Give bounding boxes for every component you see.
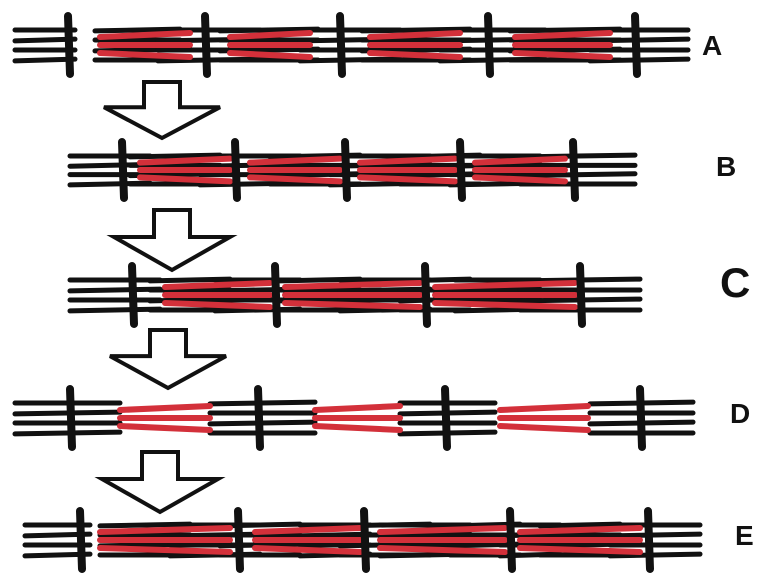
z-line (421, 262, 431, 328)
red-filament (367, 30, 463, 40)
z-line (631, 12, 641, 78)
z-line (360, 507, 370, 573)
red-filament (517, 545, 643, 555)
z-line (231, 138, 241, 202)
red-filament (472, 174, 568, 185)
red-filament (497, 423, 591, 433)
red-filament (497, 403, 591, 413)
z-line (441, 385, 451, 451)
sarcomere-rows (12, 12, 703, 573)
black-filament (607, 551, 703, 559)
row-label-e: E (735, 520, 754, 551)
red-filament (137, 174, 233, 185)
down-arrow-d-to-e (94, 450, 226, 515)
black-filament (12, 56, 78, 64)
black-filament (607, 531, 703, 539)
red-filament (357, 155, 458, 166)
z-line (484, 12, 494, 78)
red-filament (517, 525, 643, 535)
sarcomere-row-c (67, 262, 643, 328)
red-filament (227, 50, 313, 60)
red-filament (247, 174, 343, 185)
red-filament (117, 423, 213, 433)
red-filament (97, 525, 233, 535)
black-filament (217, 541, 303, 549)
z-line (128, 262, 138, 328)
red-filament (247, 155, 343, 166)
transition-arrows (94, 80, 238, 515)
red-filament (252, 545, 363, 555)
sarcomere-row-b (67, 138, 638, 202)
z-line (76, 507, 86, 573)
red-filament (97, 50, 193, 60)
z-line (66, 385, 76, 451)
z-line (336, 12, 346, 78)
red-filament (432, 280, 578, 290)
z-line (201, 12, 211, 78)
red-filament (227, 30, 313, 40)
black-filament (537, 541, 623, 549)
z-line (271, 262, 281, 328)
down-arrow-a-to-b (103, 80, 221, 141)
sarcomere-row-d (12, 385, 696, 451)
red-filament (512, 30, 613, 40)
red-filament (312, 423, 403, 433)
red-filament (357, 174, 458, 185)
red-filament (162, 280, 273, 290)
red-filament (312, 403, 403, 413)
red-filament (137, 155, 233, 166)
black-filament (207, 399, 318, 407)
red-filament (377, 545, 508, 555)
row-label-a: A (702, 30, 723, 61)
red-filament (472, 155, 568, 166)
black-filament (12, 429, 123, 437)
red-filament (512, 50, 613, 60)
black-filament (537, 521, 623, 529)
z-line (644, 507, 654, 573)
down-arrow-c-to-d (109, 328, 227, 391)
down-arrow-b-to-c (106, 208, 238, 273)
z-line (569, 138, 579, 202)
z-line (636, 385, 646, 451)
z-line (64, 12, 74, 78)
red-filament (97, 30, 193, 40)
black-filament (67, 306, 163, 314)
row-label-b: B (716, 151, 737, 182)
z-line (234, 507, 244, 573)
red-filament (252, 525, 363, 535)
row-label-d: D (730, 398, 751, 429)
sarcomere-row-e (22, 507, 703, 573)
black-filament (217, 521, 303, 529)
red-filament (282, 300, 423, 310)
z-line (118, 138, 128, 202)
z-line (456, 138, 466, 202)
z-line (341, 138, 351, 202)
red-filament (162, 300, 273, 310)
red-filament (97, 545, 233, 555)
z-line (506, 507, 516, 573)
row-label-c: C (720, 259, 751, 306)
black-filament (67, 286, 163, 294)
red-filament (117, 403, 213, 413)
red-filament (377, 525, 508, 535)
red-filament (367, 50, 463, 60)
z-line (576, 262, 586, 328)
z-line (254, 385, 264, 451)
red-filament (282, 280, 423, 290)
sarcomere-row-a (12, 12, 691, 78)
red-filament (432, 300, 578, 310)
